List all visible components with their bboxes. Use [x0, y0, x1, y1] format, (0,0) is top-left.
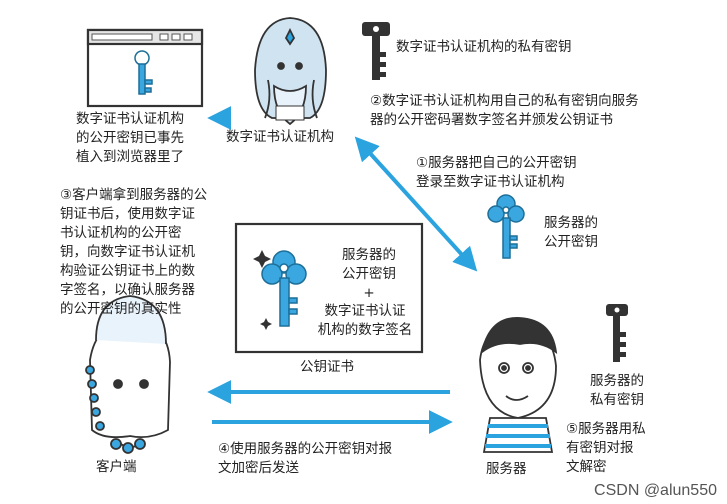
ca-private-key-icon	[362, 22, 390, 80]
step3-text: ③客户端拿到服务器的公 钥证书后，使用数字证 书认证机构的公开密 钥，向数字证书…	[60, 187, 208, 317]
step5-text: ⑤服务器用私 有密钥对报 文解密	[566, 421, 646, 475]
browser-public-key-icon	[134, 50, 153, 95]
ca-label: 数字证书认证机构	[226, 129, 334, 145]
certificate-line1: 服务器的	[342, 247, 396, 263]
arrow-server-ca-exchange	[354, 136, 478, 272]
certificate-line4: 机构的数字签名	[317, 322, 413, 338]
certificate-plus: +	[363, 285, 375, 301]
step1-text: ①服务器把自己的公开密钥 登录至数字证书认证机构	[416, 155, 577, 190]
sparkle-icon	[260, 318, 272, 330]
server-label: 服务器	[486, 461, 527, 477]
server-private-key-icon	[606, 304, 628, 362]
client-illustration	[85, 295, 171, 454]
certificate-line3: 数字证书认证	[324, 303, 406, 319]
certificate-caption: 公钥证书	[300, 359, 354, 375]
sparkle-icon	[253, 250, 271, 268]
step4-text: ④使用服务器的公开密钥对报 文加密后发送	[218, 441, 393, 476]
ca-private-key-label: 数字证书认证机构的私有密钥	[396, 39, 572, 55]
client-label: 客户端	[96, 459, 137, 475]
certificate-key-icon	[261, 250, 307, 327]
browser-note: 数字证书认证机构 的公开密钥已事先 植入到浏览器里了	[76, 111, 184, 165]
server-public-key-label: 服务器的 公开密钥	[544, 215, 598, 250]
server-private-key-label: 服务器的 私有密钥	[590, 373, 644, 408]
watermark: CSDN @alun550	[594, 482, 717, 499]
server-public-key-icon	[487, 194, 525, 259]
step2-text: ②数字证书认证机构用自己的私有密钥向服务 器的公开密码署数字签名并颁发公钥证书	[370, 93, 639, 128]
ca-wizard-illustration	[254, 17, 327, 126]
server-illustration	[479, 317, 558, 453]
certificate-line2: 公开密钥	[342, 266, 396, 282]
